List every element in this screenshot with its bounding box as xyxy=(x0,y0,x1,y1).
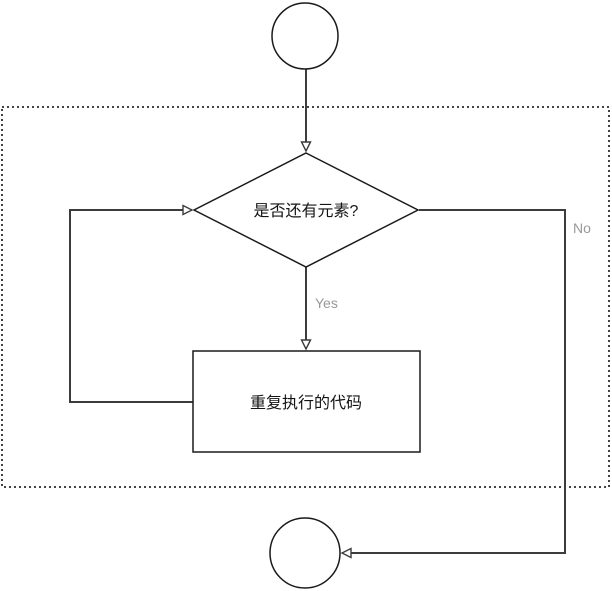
edge-label-no: No xyxy=(573,220,591,236)
process-node-label: 重复执行的代码 xyxy=(250,394,362,412)
decision-node xyxy=(192,152,420,268)
process-node xyxy=(192,350,421,453)
edge-label-yes: Yes xyxy=(315,295,338,311)
edge-decision-to-end xyxy=(342,209,566,553)
start-node xyxy=(271,2,339,70)
loop-region-dotted-frame xyxy=(1,106,610,488)
edge-process-to-decision xyxy=(69,210,193,403)
decision-node-label: 是否还有元素? xyxy=(254,202,359,220)
end-node xyxy=(269,517,341,589)
